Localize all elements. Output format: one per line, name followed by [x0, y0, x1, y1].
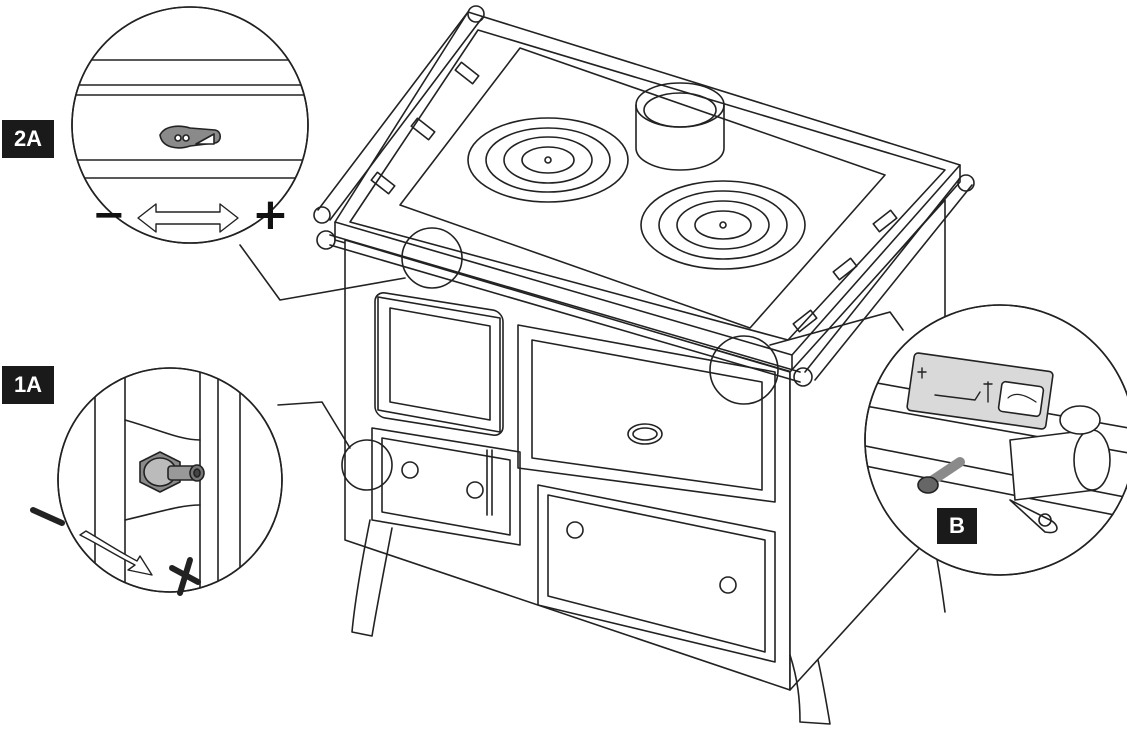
rail-brackets: [370, 61, 898, 333]
oven-icon: [997, 380, 1045, 418]
hot-plate-left: [467, 117, 629, 203]
plus-sign-2a: +: [252, 189, 289, 240]
minus-sign-2a: −: [92, 192, 126, 238]
plus-sign-1a-b: [177, 557, 193, 596]
towel-rail-front: [316, 230, 813, 387]
leader-1a: [277, 401, 351, 449]
damper-lever-b: [917, 457, 965, 494]
firebox-door: [374, 292, 504, 437]
oven-door: [517, 324, 776, 503]
detail-label-1a: 1A: [2, 366, 54, 404]
air-regulator-knob: [139, 451, 205, 493]
stove-body: [313, 5, 975, 725]
callout-mark-2a: [401, 227, 463, 289]
callout-mark-b: [709, 335, 779, 405]
hot-plate-right: [640, 180, 806, 270]
leg-front-left: [351, 519, 393, 637]
damper-indicator-plate: [906, 352, 1054, 430]
rail-end: [1009, 405, 1111, 501]
double-arrow-icon: [137, 203, 239, 233]
leader-b: [769, 311, 904, 346]
flue-outlet: [635, 82, 725, 171]
leader-2a: [239, 244, 406, 301]
rotate-arrow-icon: [79, 530, 153, 576]
callout-mark-1a: [341, 439, 393, 491]
leg-front-right: [789, 654, 831, 725]
detail-2a: [71, 6, 309, 244]
oven-thermometer: [627, 423, 663, 445]
detail-b: [864, 304, 1127, 576]
towel-rail-right: [804, 174, 975, 381]
detail-1a: [30, 367, 283, 596]
wood-drawer: [537, 484, 776, 663]
detail-label-2a: 2A: [2, 120, 54, 158]
detail-label-b: B: [937, 508, 977, 544]
decor-ornaments: [401, 461, 737, 594]
flame-icon: [917, 367, 927, 379]
hob-plate: [399, 47, 886, 329]
thermometer-icon: [983, 381, 993, 403]
towel-rail-left: [313, 5, 485, 224]
minus-sign-1a: [30, 507, 65, 526]
